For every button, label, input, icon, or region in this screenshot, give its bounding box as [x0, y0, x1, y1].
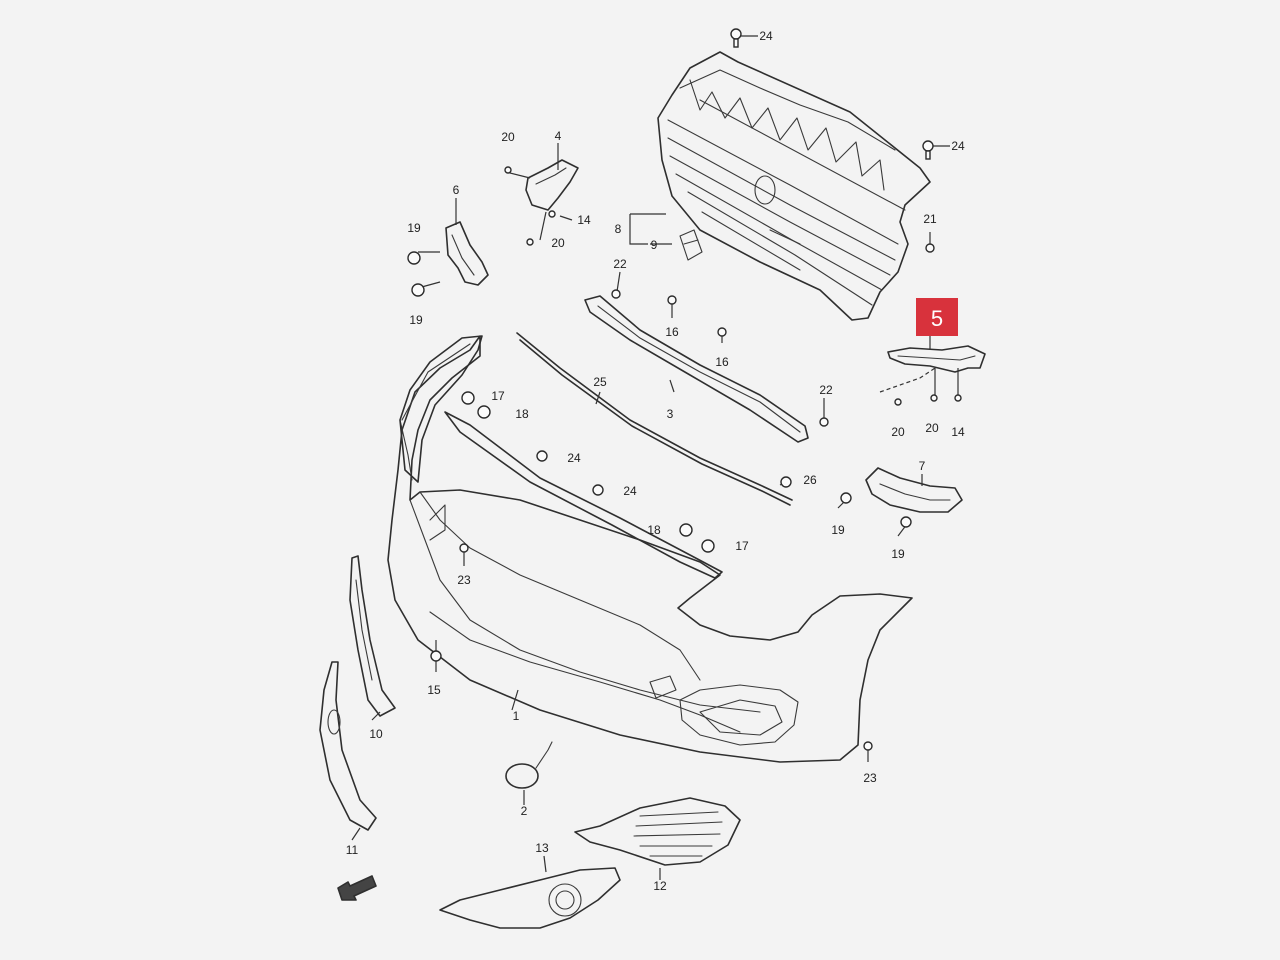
screw-20-c	[894, 398, 902, 406]
screw-22-b	[819, 417, 829, 427]
fog-lamp-bezel	[439, 867, 621, 929]
upper-molding	[584, 295, 809, 443]
label-20-c: 20	[891, 425, 905, 439]
bumper-side-extension	[399, 335, 483, 483]
label-11: 11	[346, 843, 359, 857]
label-20-b: 20	[551, 236, 565, 250]
leader-lines	[351, 35, 959, 880]
bumper-side-trim-10	[349, 555, 396, 717]
label-4: 4	[555, 129, 562, 143]
label-21: 21	[923, 212, 937, 226]
label-8: 8	[615, 222, 622, 236]
bolt-19-d	[900, 516, 912, 528]
rivet-18-a	[477, 405, 491, 419]
label-16-a: 16	[665, 325, 679, 339]
label-2: 2	[521, 804, 528, 818]
label-23-b: 23	[863, 771, 877, 785]
bolt-24-top	[730, 28, 742, 40]
bolt-21	[925, 243, 935, 253]
screw-20-d	[930, 394, 938, 402]
label-3: 3	[667, 407, 674, 421]
clip-23-b	[863, 741, 873, 751]
label-7: 7	[919, 459, 926, 473]
label-22-b: 22	[819, 383, 833, 397]
label-14-top: 14	[577, 213, 591, 227]
screw-22-a	[611, 289, 621, 299]
label-19-c: 19	[831, 523, 845, 537]
rivet-17-b	[701, 539, 715, 553]
label-26: 26	[803, 473, 817, 487]
label-24-a: 24	[759, 29, 773, 43]
label-20-d: 20	[925, 421, 939, 435]
rivet-17-a	[461, 391, 475, 405]
label-18-a: 18	[515, 407, 529, 421]
front-arrow-icon	[337, 875, 377, 901]
side-bracket-right-lower	[865, 467, 963, 513]
rivet-18-b	[679, 523, 693, 537]
bolt-24-mid-b	[592, 484, 604, 496]
part-labels: 1 2 3 4 6 7 8 9 10 11 12 13 14 14 15 16 …	[346, 29, 965, 893]
bolt-24-right	[922, 140, 934, 152]
clip-23-a	[459, 543, 469, 553]
highlight-part-number: 5	[931, 306, 943, 331]
label-20-a: 20	[501, 130, 515, 144]
label-1: 1	[513, 709, 520, 723]
fog-lamp-grille	[574, 797, 741, 866]
screw-20-a	[504, 166, 512, 174]
highlight-box	[916, 298, 958, 336]
bolt-19-c	[840, 492, 852, 504]
bumper-side-trim-11	[319, 661, 377, 831]
label-17-b: 17	[735, 539, 749, 553]
bolt-15	[430, 650, 442, 662]
label-24-d: 24	[623, 484, 637, 498]
label-23-a: 23	[457, 573, 471, 587]
screw-14-a	[548, 210, 556, 218]
front-bumper-cover	[387, 335, 913, 763]
bolt-19-b	[411, 283, 425, 297]
label-17-a: 17	[491, 389, 505, 403]
label-19-d: 19	[891, 547, 905, 561]
label-25: 25	[593, 375, 607, 389]
screw-14-b	[954, 394, 962, 402]
label-22-a: 22	[613, 257, 627, 271]
clip-26	[780, 476, 792, 488]
side-bracket-left	[445, 221, 489, 286]
bolt-24-mid-a	[536, 450, 548, 462]
upper-bracket-4	[525, 159, 579, 211]
label-24-b: 24	[951, 139, 965, 153]
label-13: 13	[535, 841, 549, 855]
label-6: 6	[453, 183, 460, 197]
label-12: 12	[653, 879, 667, 893]
label-16-b: 16	[715, 355, 729, 369]
tow-hook-cover	[505, 741, 553, 789]
upper-bumper-retainer	[444, 411, 723, 579]
bumper-strip	[516, 332, 793, 506]
clip-16-b	[717, 327, 727, 337]
label-18-b: 18	[647, 523, 661, 537]
front-grille	[657, 51, 931, 321]
side-bracket-right-highlighted	[887, 345, 986, 373]
label-14-right: 14	[951, 425, 965, 439]
grille-emblem	[679, 229, 703, 261]
clip-16-a	[667, 295, 677, 305]
bolt-19-a	[407, 251, 421, 265]
label-15: 15	[427, 683, 441, 697]
label-10: 10	[369, 727, 383, 741]
label-24-c: 24	[567, 451, 581, 465]
screw-20-b	[526, 238, 534, 246]
label-9: 9	[651, 238, 658, 252]
label-19-a: 19	[407, 221, 421, 235]
fasteners	[407, 28, 962, 751]
highlight-callout: 5	[916, 298, 958, 336]
label-19-b: 19	[409, 313, 423, 327]
